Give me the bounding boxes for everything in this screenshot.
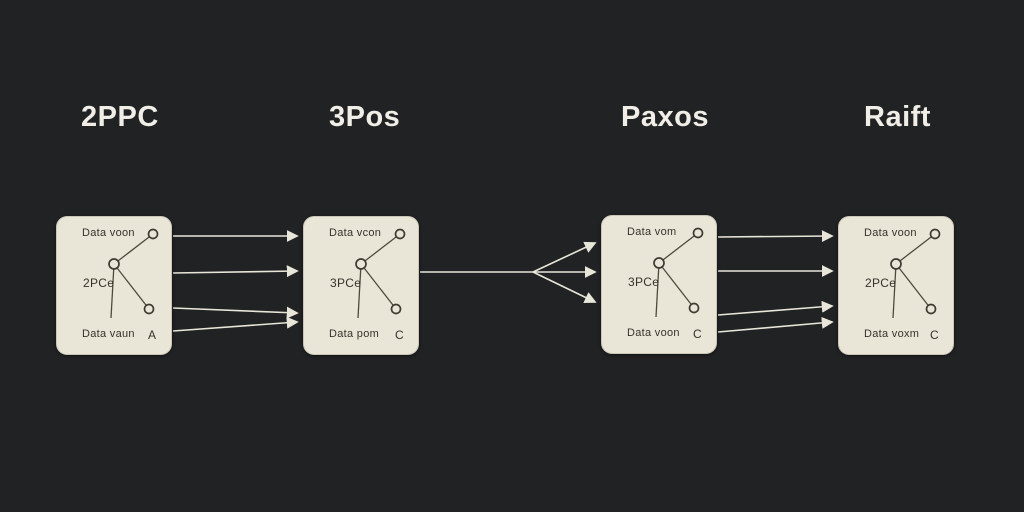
card-bottom-label: Data voon — [627, 327, 680, 339]
node-circle-bottomright — [925, 303, 937, 315]
arrow-fork-paxos-3 — [532, 271, 597, 303]
card-corner-label: C — [930, 328, 939, 342]
node-diagram — [355, 228, 406, 319]
node-diagram — [890, 228, 941, 319]
column-title-2ppc: 2PPC — [81, 101, 159, 133]
card-bottom-label: Data voxm — [864, 328, 920, 340]
arrow-2ppc-3pos-2 — [172, 265, 299, 278]
card-corner-label: C — [693, 327, 702, 341]
edge-center-tail — [892, 263, 897, 319]
node-diagram — [653, 227, 704, 318]
arrow-2ppc-3pos-4 — [172, 316, 299, 332]
card-bottom-label: Data vaun — [82, 328, 135, 340]
card-corner-label: A — [148, 328, 157, 342]
card-protocol-label: 3PCe — [330, 276, 362, 290]
protocol-card-raift: Data voon 2PCe Data voxm C — [838, 216, 954, 355]
node-circle-center — [355, 258, 367, 270]
column-title-paxos: Paxos — [621, 101, 709, 133]
card-top-label: Data vcon — [329, 227, 382, 239]
card-corner-label: C — [395, 328, 404, 342]
card-bottom-label: Data pom — [329, 328, 380, 340]
node-diagram — [108, 228, 159, 319]
node-circle-bottomright — [688, 302, 700, 314]
card-top-label: Data vom — [627, 226, 677, 238]
edge-center-bottomright — [113, 263, 150, 310]
edge-center-bottomright — [658, 262, 695, 309]
arrow-paxos-raift-3 — [717, 300, 834, 316]
node-circle-center — [653, 257, 665, 269]
column-title-3pos: 3Pos — [329, 101, 401, 133]
edge-center-tail — [357, 263, 362, 319]
node-circle-bottomright — [390, 303, 402, 315]
node-circle-topright — [692, 227, 704, 239]
protocol-card-2ppc: Data voon 2PCe Data vaun A — [56, 216, 172, 355]
card-top-label: Data voon — [82, 227, 135, 239]
node-circle-center — [108, 258, 120, 270]
node-circle-topright — [147, 228, 159, 240]
edge-center-topright — [360, 233, 401, 265]
edge-center-topright — [113, 233, 154, 265]
edge-center-bottomright — [895, 263, 932, 310]
card-top-label: Data voon — [864, 227, 917, 239]
arrow-2ppc-3pos-3 — [172, 306, 299, 319]
protocol-card-3pos: Data vcon 3PCe Data pom C — [303, 216, 419, 355]
edge-center-tail — [110, 263, 115, 319]
arrow-paxos-raift-4 — [717, 316, 834, 333]
arrow-fork-paxos-1 — [532, 241, 597, 273]
node-circle-center — [890, 258, 902, 270]
edge-center-tail — [655, 262, 660, 318]
card-protocol-label: 3PCe — [628, 275, 660, 289]
node-circle-topright — [929, 228, 941, 240]
node-circle-bottomright — [143, 303, 155, 315]
protocol-card-paxos: Data vom 3PCe Data voon C — [601, 215, 717, 354]
edge-center-topright — [658, 232, 699, 264]
card-protocol-label: 2PCe — [865, 276, 897, 290]
edge-center-bottomright — [360, 263, 397, 310]
arrow-paxos-raift-1 — [717, 230, 834, 243]
card-protocol-label: 2PCe — [83, 276, 115, 290]
column-title-raift: Raift — [864, 101, 931, 133]
node-circle-topright — [394, 228, 406, 240]
edge-center-topright — [895, 233, 936, 265]
